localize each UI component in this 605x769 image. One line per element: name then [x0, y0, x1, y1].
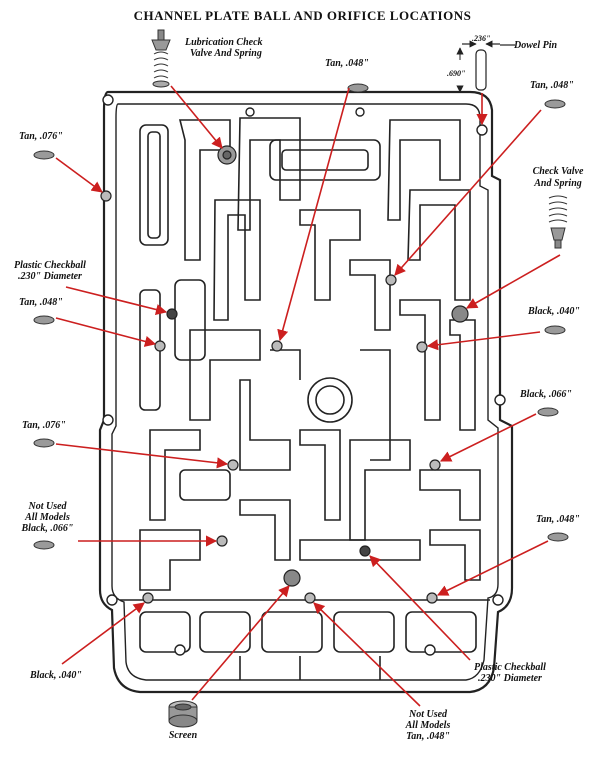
plate-outline [98, 90, 514, 694]
label-not-used-left-3: Black, .066" [21, 523, 74, 534]
check-valve-icon [548, 195, 568, 249]
dowel-pin-icon [456, 40, 515, 93]
screen-icon [168, 700, 198, 728]
label-check-valve-2: And Spring [534, 178, 582, 189]
orifice-locations [100, 145, 469, 604]
label-not-used-bottom-2: All Models [405, 720, 451, 731]
label-plastic-checkball-bottom-1: Plastic Checkball [474, 662, 546, 673]
orifice-disc-icons [33, 83, 569, 550]
label-plastic-checkball-bottom-2: .230" Diameter [478, 673, 542, 684]
label-lubrication-check-2: Valve And Spring [190, 48, 262, 59]
label-not-used-bottom-1: Not Used [408, 709, 448, 720]
label-black-066-right: Black, .066" [520, 389, 572, 400]
label-not-used-left-2: All Models [25, 512, 70, 523]
label-black-040-right: Black, .040" [528, 306, 580, 317]
label-lubrication-check-1: Lubrication Check [185, 37, 263, 48]
channel-passages [120, 117, 490, 680]
label-dowel-width: .236" [472, 34, 491, 43]
label-dowel-pin: Dowel Pin [514, 40, 558, 51]
label-tan-048-left: Tan, .048" [19, 297, 63, 308]
label-tan-048-bottom-right: Tan, .048" [536, 514, 580, 525]
label-not-used-bottom-3: Tan, .048" [406, 731, 450, 742]
label-dowel-height: .690" [447, 69, 466, 78]
label-check-valve-1: Check Valve [532, 166, 584, 177]
leader-arrows [55, 85, 561, 707]
label-tan-076-mid: Tan, .076" [22, 420, 66, 431]
label-black-040-bottom-left: Black, .040" [30, 670, 82, 681]
label-tan-076-left: Tan, .076" [19, 131, 63, 142]
plate-inner-outline [111, 103, 499, 681]
label-not-used-left-1: Not Used [28, 501, 67, 512]
label-plastic-checkball-left-2: .230" Diameter [18, 271, 82, 282]
label-tan-048-right: Tan, .048" [530, 80, 574, 91]
label-tan-048-top: Tan, .048" [325, 58, 369, 69]
diagram-title: CHANNEL PLATE BALL AND ORIFICE LOCATIONS [133, 8, 472, 23]
lubrication-valve-icon [151, 29, 171, 88]
bolt-holes [102, 94, 506, 656]
label-screen: Screen [168, 730, 198, 741]
label-plastic-checkball-left-1: Plastic Checkball [14, 260, 86, 271]
